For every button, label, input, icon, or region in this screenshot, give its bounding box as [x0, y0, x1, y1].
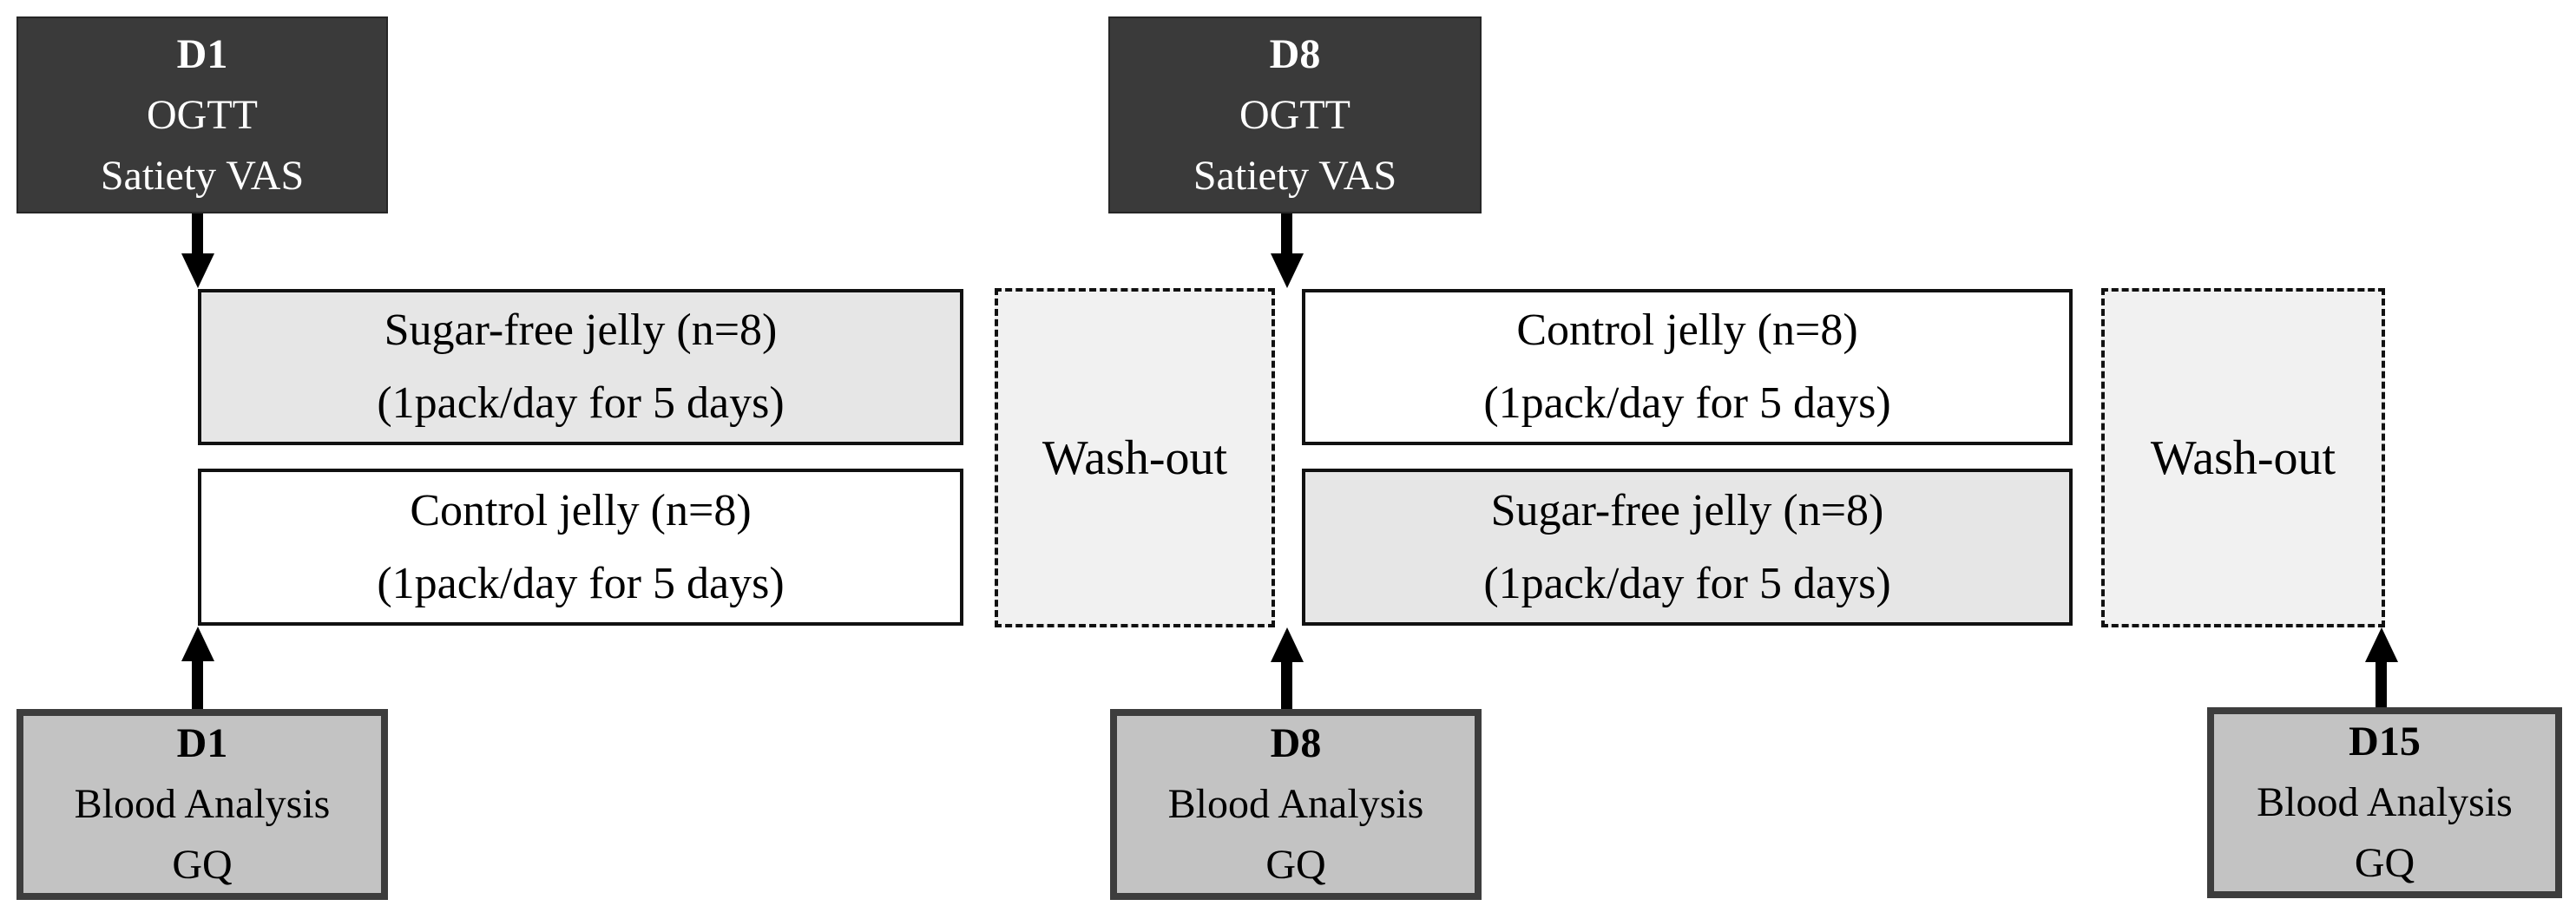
d1-ogtt-line1: OGTT: [147, 91, 258, 138]
d15-blood-line1: Blood Analysis: [2257, 779, 2513, 825]
arrow-head: [1271, 253, 1304, 288]
d15-blood-line2: GQ: [2354, 840, 2415, 886]
arrow-shaft: [1281, 213, 1292, 259]
up-arrow-icon: [181, 627, 214, 709]
arrow-shaft: [192, 213, 203, 259]
down-arrow-icon: [181, 213, 214, 288]
d8-blood-box: D8 Blood Analysis GQ: [1110, 709, 1482, 900]
down-arrow-icon: [1271, 213, 1304, 288]
d1-blood-line1: Blood Analysis: [74, 781, 331, 827]
period2-sugarfree-row: Sugar-free jelly (n=8) (1pack/day for 5 …: [1302, 469, 2073, 626]
period1-sugarfree-line1: Sugar-free jelly (n=8): [384, 305, 778, 355]
d8-ogtt-line2: Satiety VAS: [1193, 152, 1397, 199]
washout-box-2: Wash-out: [2101, 288, 2385, 627]
up-arrow-icon: [1271, 627, 1304, 709]
period1-sugarfree-row: Sugar-free jelly (n=8) (1pack/day for 5 …: [198, 289, 963, 445]
period1-control-row: Control jelly (n=8) (1pack/day for 5 day…: [198, 469, 963, 626]
d1-blood-box: D1 Blood Analysis GQ: [16, 709, 388, 900]
up-arrow-icon: [2365, 627, 2398, 707]
d1-ogtt-line2: Satiety VAS: [100, 152, 305, 199]
washout-box-1: Wash-out: [995, 288, 1275, 627]
arrow-head: [2365, 627, 2398, 662]
d8-ogtt-box: D8 OGTT Satiety VAS: [1108, 16, 1482, 213]
d15-blood-title: D15: [2349, 719, 2421, 765]
d1-ogtt-title: D1: [176, 30, 228, 77]
period2-control-line2: (1pack/day for 5 days): [1483, 378, 1891, 428]
arrow-head: [1271, 627, 1304, 662]
d8-blood-line1: Blood Analysis: [1167, 781, 1424, 827]
period2-control-row: Control jelly (n=8) (1pack/day for 5 day…: [1302, 289, 2073, 445]
arrow-shaft: [1281, 657, 1292, 709]
arrow-shaft: [2376, 657, 2387, 707]
washout-1-label: Wash-out: [1042, 430, 1228, 485]
period2-sugarfree-line2: (1pack/day for 5 days): [1483, 558, 1891, 608]
d1-blood-title: D1: [176, 720, 228, 766]
arrow-head: [181, 627, 214, 661]
d1-blood-line2: GQ: [172, 842, 233, 888]
period2-sugarfree-line1: Sugar-free jelly (n=8): [1490, 485, 1884, 535]
d1-ogtt-box: D1 OGTT Satiety VAS: [16, 16, 388, 213]
d8-blood-line2: GQ: [1265, 842, 1326, 888]
washout-2-label: Wash-out: [2150, 430, 2336, 485]
period1-control-line2: (1pack/day for 5 days): [377, 558, 785, 608]
d8-ogtt-line1: OGTT: [1239, 91, 1350, 138]
d15-blood-box: D15 Blood Analysis GQ: [2207, 707, 2562, 898]
period2-control-line1: Control jelly (n=8): [1516, 305, 1858, 355]
d8-blood-title: D8: [1270, 720, 1322, 766]
period1-control-line1: Control jelly (n=8): [410, 485, 752, 535]
d8-ogtt-title: D8: [1269, 30, 1321, 77]
arrow-head: [181, 253, 214, 288]
arrow-shaft: [192, 656, 203, 709]
period1-sugarfree-line2: (1pack/day for 5 days): [377, 378, 785, 428]
